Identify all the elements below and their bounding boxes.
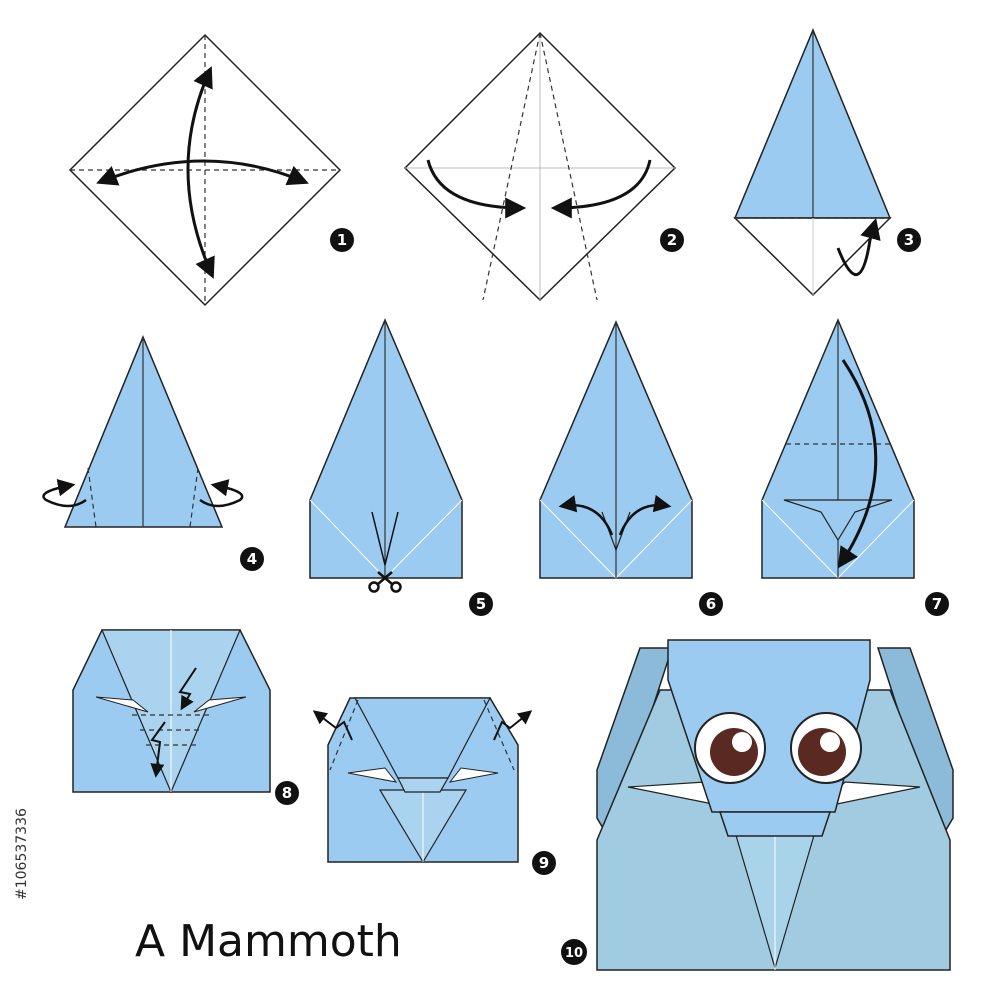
step-9-figure [312,697,533,864]
step-badge-8: 8 [275,781,299,805]
step-5-left-flap-edge [309,499,386,579]
mammoth-trunk [718,811,832,837]
step-7-left-flap-edge [761,499,839,579]
step-badge-3: 3 [897,228,921,252]
step-4-fold-line-left [87,467,97,528]
step-6-arrow-left [558,495,614,536]
step-badge-7: 7 [925,592,949,616]
svg-text:1: 1 [337,231,347,249]
step-2-arrow-left [426,159,527,219]
diagram-title: A Mammoth [135,916,402,967]
step-badge-4: 4 [240,547,264,571]
step-2-fold-line-left [482,32,541,301]
step-9-ear-fold-left [329,699,359,771]
step-6-right-flap-edge [615,499,693,579]
step-8-pleat-arrow-2 [150,721,166,778]
step-badge-1: 1 [330,228,354,252]
step-9-tusk-right [448,767,499,783]
step-7-arrow-fold-down [837,359,878,569]
svg-text:2: 2 [667,231,677,249]
step-5-cut-line [371,511,399,566]
step-2-fold-line-right [539,32,598,301]
mammoth-eye-left [694,712,766,784]
step-badge-10: 10 [561,939,587,965]
step-4-arrow-left [42,479,87,508]
step-5-figure [309,318,463,593]
step-8-tusk-left [95,696,149,713]
svg-text:6: 6 [706,595,716,613]
step-10-figure [596,639,954,971]
mammoth-eye-right [790,712,862,784]
scissors-icon [368,571,402,593]
step-6-figure [539,320,693,579]
step-5-right-flap-edge [384,499,463,579]
step-3-figure [733,28,892,297]
step-4-fold-line-right [189,467,199,528]
step-badge-2: 2 [660,228,684,252]
step-8-figure [72,629,271,794]
step-9-trunk [397,777,450,793]
step-9-arrow-left [312,710,353,741]
step-9-arrow-right [493,710,533,741]
step-4-figure [42,335,244,528]
step-2-figure [403,31,677,302]
step-2-arrow-right [550,159,652,219]
side-stock-code: #106537336 [14,808,30,900]
svg-text:7: 7 [932,595,942,613]
svg-text:3: 3 [904,231,914,249]
step-7-spread-flaps [783,499,893,542]
svg-text:9: 9 [539,854,549,872]
step-9-tusk-left [347,767,398,783]
step-6-left-flap-edge [539,499,617,579]
step-badge-9: 9 [532,851,556,875]
step-6-arrow-right [618,494,672,536]
step-5-paper [309,318,463,579]
step-badge-6: 6 [699,592,723,616]
svg-text:10: 10 [565,946,583,961]
svg-text:4: 4 [247,550,257,568]
step-8-tusk-right [193,696,247,713]
mammoth-ear-right [876,647,954,842]
svg-text:8: 8 [282,784,292,802]
svg-text:5: 5 [476,595,486,613]
step-8-pleat-arrow-1 [178,667,197,711]
step-1-arrow-vertical [186,66,215,279]
step-1-figure [68,33,342,307]
step-3-arrow-fold-back [836,217,881,276]
step-badge-5: 5 [469,592,493,616]
step-4-arrow-right [199,479,244,508]
step-9-ear-fold-right [483,699,515,771]
step-7-figure [761,318,915,579]
